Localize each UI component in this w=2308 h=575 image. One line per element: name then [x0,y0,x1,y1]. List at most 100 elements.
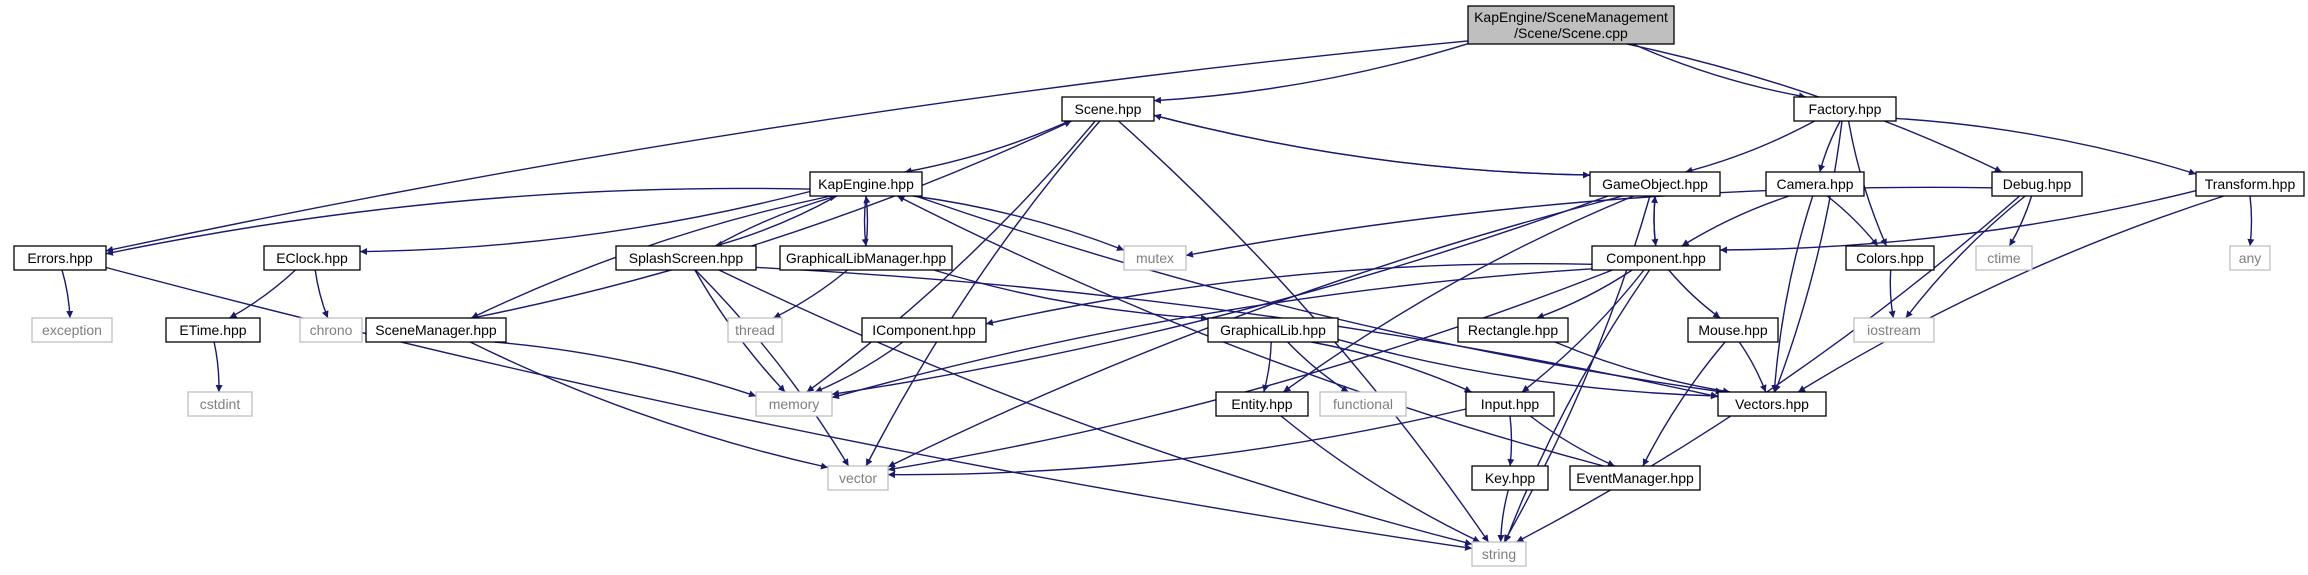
edge-key_hpp-to-string [1497,489,1509,543]
node-camera-hpp[interactable]: Camera.hpp [1765,171,1865,197]
node-kapengine-hpp-box [809,171,923,197]
edge-debug_hpp-to-ctime [2008,195,2033,247]
edge-debug_hpp-to-string [1516,195,2021,543]
node-scene-hpp-box [1061,96,1155,122]
node-etime-hpp-box [165,317,261,343]
node-camera-hpp-label: Camera.hpp [1776,176,1853,192]
node-memory-label: memory [769,396,820,412]
node-rectangle-hpp[interactable]: Rectangle.hpp [1457,317,1569,343]
edge-camera_hpp-to-component_hpp [1681,195,1790,247]
edge-component_hpp-to-string [1504,269,1651,543]
node-mutex: mutex [1123,245,1187,271]
node-colors-hpp-box [1845,245,1935,271]
edge-colors_hpp-to-iostream [1888,269,1896,319]
node-splash-hpp[interactable]: SplashScreen.hpp [615,245,757,271]
node-scene-cpp[interactable]: KapEngine/SceneManagement/Scene/Scene.cp… [1467,5,1675,45]
node-errors-hpp[interactable]: Errors.hpp [13,245,107,271]
node-eventmgr-hpp[interactable]: EventManager.hpp [1569,465,1701,491]
node-colors-hpp[interactable]: Colors.hpp [1845,245,1935,271]
edge-scene_cpp-to-scene_hpp [1153,43,1469,104]
edge-factory_hpp-to-transform_hpp [1895,117,2197,176]
edge-eclock_hpp-to-chrono [314,269,329,319]
node-key-hpp[interactable]: Key.hpp [1471,465,1549,491]
node-component-hpp-box [1591,245,1721,271]
node-icomponent-hpp[interactable]: IComponent.hpp [861,317,987,343]
node-glibmgr-hpp-label: GraphicalLibManager.hpp [786,250,947,266]
edge-component_hpp-to-mouse_hpp [1668,269,1721,319]
edge-etime_hpp-to-cstdint [213,341,223,393]
node-cstdint-label: cstdint [200,396,241,412]
node-factory-hpp-box [1793,96,1897,122]
edge-scene_hpp-to-gameobject_hpp [1153,114,1591,179]
node-scene-hpp-label: Scene.hpp [1075,101,1142,117]
node-chrono-box [299,317,363,343]
node-glibmgr-hpp[interactable]: GraphicalLibManager.hpp [779,245,953,271]
edge-camera_hpp-to-vectors_hpp [1771,195,1814,393]
edge-scenemgr_hpp-to-scene_hpp [472,120,1072,319]
dependency-nodes: KapEngine/SceneManagement/Scene/Scene.cp… [13,5,2305,567]
edge-scene_hpp-to-memory [806,120,1096,393]
node-vectors-hpp-label: Vectors.hpp [1735,396,1809,412]
node-gameobject-hpp[interactable]: GameObject.hpp [1589,171,1721,197]
node-chrono: chrono [299,317,363,343]
node-camera-hpp-box [1765,171,1865,197]
node-colors-hpp-label: Colors.hpp [1856,250,1924,266]
edge-gameobject_hpp-to-memory [831,195,1609,397]
node-factory-hpp[interactable]: Factory.hpp [1793,96,1897,122]
edge-icomponent_hpp-to-memory [814,341,904,393]
node-glib-hpp-box [1207,317,1339,343]
node-eventmgr-hpp-label: EventManager.hpp [1576,470,1694,486]
node-iostream-label: iostream [1867,322,1921,338]
node-debug-hpp[interactable]: Debug.hpp [1991,171,2083,197]
node-eventmgr-hpp-box [1569,465,1701,491]
edge-kapengine_hpp-to-splash_hpp [715,195,838,248]
node-transform-hpp-label: Transform.hpp [2205,176,2296,192]
node-cstdint-box [187,391,253,417]
node-eclock-hpp-label: EClock.hpp [276,250,348,266]
node-key-hpp-box [1471,465,1549,491]
node-entity-hpp[interactable]: Entity.hpp [1215,391,1309,417]
edge-component_hpp-to-input_hpp [1521,269,1645,393]
node-scene-hpp[interactable]: Scene.hpp [1061,96,1155,122]
node-rectangle-hpp-label: Rectangle.hpp [1468,322,1559,338]
edge-rectangle_hpp-to-vectors_hpp [1554,341,1731,395]
node-kapengine-hpp[interactable]: KapEngine.hpp [809,171,923,197]
node-scenemgr-hpp[interactable]: SceneManager.hpp [365,317,507,343]
node-etime-hpp[interactable]: ETime.hpp [165,317,261,343]
node-functional-box [1319,391,1407,417]
edge-scene_hpp-to-kapengine_hpp [904,120,1070,175]
node-vectors-hpp[interactable]: Vectors.hpp [1717,391,1827,417]
edge-glibmgr_hpp-to-kapengine_hpp [863,195,871,247]
node-vector-label: vector [839,470,877,486]
node-key-hpp-label: Key.hpp [1485,470,1536,486]
edge-input_hpp-to-vector [887,408,1467,479]
node-icomponent-hpp-label: IComponent.hpp [872,322,976,338]
edge-eventmgr_hpp-to-kapengine_hpp [897,195,1604,467]
node-transform-hpp[interactable]: Transform.hpp [2195,171,2305,197]
node-cstdint: cstdint [187,391,253,417]
node-exception-label: exception [42,322,102,338]
node-scene-cpp-label: KapEngine/SceneManagement [1474,9,1668,25]
edge-component_hpp-to-gameobject_hpp [1650,195,1658,247]
edge-mouse_hpp-to-eventmgr_hpp [1642,341,1726,467]
node-component-hpp[interactable]: Component.hpp [1591,245,1721,271]
node-glib-hpp[interactable]: GraphicalLib.hpp [1207,317,1339,343]
node-input-hpp[interactable]: Input.hpp [1465,391,1555,417]
edge-gameobject_hpp-to-scene_hpp [1153,113,1591,176]
node-mouse-hpp[interactable]: Mouse.hpp [1687,317,1779,343]
node-input-hpp-box [1465,391,1555,417]
node-memory: memory [755,391,833,417]
edge-transform_hpp-to-vectors_hpp [1797,195,2225,393]
node-eclock-hpp[interactable]: EClock.hpp [263,245,361,271]
node-rectangle-hpp-box [1457,317,1569,343]
node-vector-box [827,465,889,491]
node-etime-hpp-label: ETime.hpp [179,322,246,338]
node-ctime: ctime [1975,245,2033,271]
edge-factory_hpp-to-gameobject_hpp [1685,120,1815,174]
node-thread-box [727,317,783,343]
node-ctime-label: ctime [1987,250,2021,266]
edge-eclock_hpp-to-etime_hpp [229,269,296,319]
edge-glib_hpp-to-input_hpp [1311,341,1472,393]
edge-glibmgr_hpp-to-thread [773,269,848,319]
